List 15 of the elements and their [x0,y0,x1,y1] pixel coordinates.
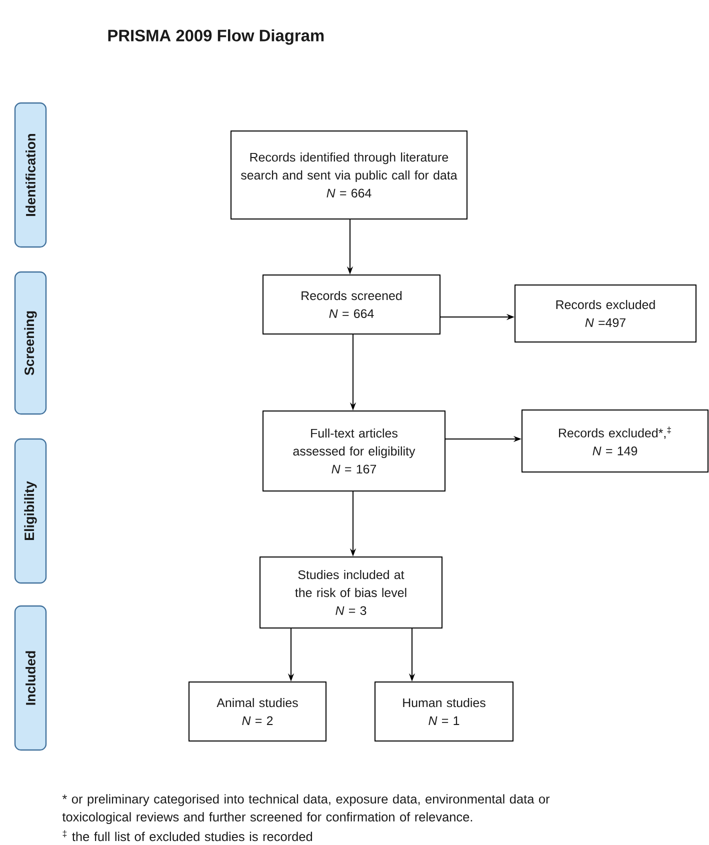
stage-band: Screening [14,271,47,415]
process-box: Records screened N = 664 [262,274,440,334]
process-box: Human studies N = 1 [374,682,514,742]
stage-band: Eligibility [14,438,47,584]
process-box: Records identified through literature search and sent via public call for data N = 664 [230,130,468,220]
title: PRISMA 2009 Flow Diagram [108,29,324,45]
process-box: Records excluded N =497 [514,284,696,342]
process-box: Animal studies N = 2 [188,682,326,742]
stage-band: Included [14,605,47,751]
process-box: Studies included at the risk of bias level N = 3 [260,556,442,628]
process-box: Records excluded*,$^{‡}$ N = 149 [522,410,708,472]
footnote: $^{‡}$ the full list of excluded studies is recorded [62,830,312,842]
footnote: * or preliminary categorised into technical data, exposure data, environmental data or toxicological reviews and further screened for confirmation of relevance. [62,794,550,824]
stage-band: Identification [14,102,47,248]
process-box: Full-text articles assessed for eligibility N = 167 [262,410,446,492]
